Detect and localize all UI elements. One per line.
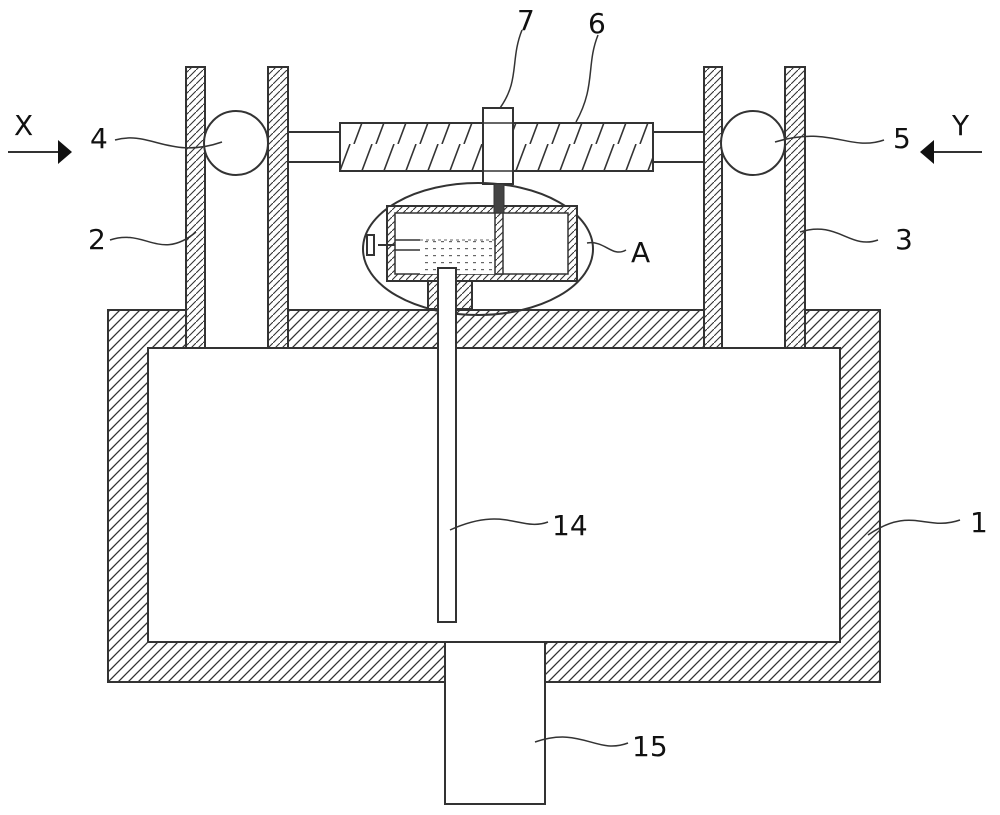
view-arrow-x <box>8 140 72 164</box>
right-roller <box>720 110 786 176</box>
label-view-x: X <box>14 109 33 142</box>
left-column <box>185 66 289 349</box>
label-slider: 7 <box>517 4 535 37</box>
label-view-y: Y <box>951 109 970 142</box>
outlet-pipe <box>444 641 546 805</box>
view-arrow-y <box>920 140 982 164</box>
leader-lines <box>109 29 961 747</box>
label-outlet: 15 <box>632 730 668 763</box>
label-right-column: 3 <box>895 223 913 256</box>
left-roller <box>203 110 269 176</box>
label-left-column: 2 <box>88 223 106 256</box>
slider-block <box>482 107 514 185</box>
label-rod: 14 <box>552 509 588 542</box>
rod <box>437 267 457 623</box>
label-left-roller: 4 <box>90 122 108 155</box>
label-screw: 6 <box>588 7 606 40</box>
cylinder-assembly <box>366 183 578 310</box>
right-column <box>703 66 806 349</box>
housing <box>107 309 881 683</box>
label-detail-a: A <box>631 236 650 269</box>
label-housing: 1 <box>970 506 988 539</box>
detail-a-circle <box>362 182 594 316</box>
label-right-roller: 5 <box>893 122 911 155</box>
